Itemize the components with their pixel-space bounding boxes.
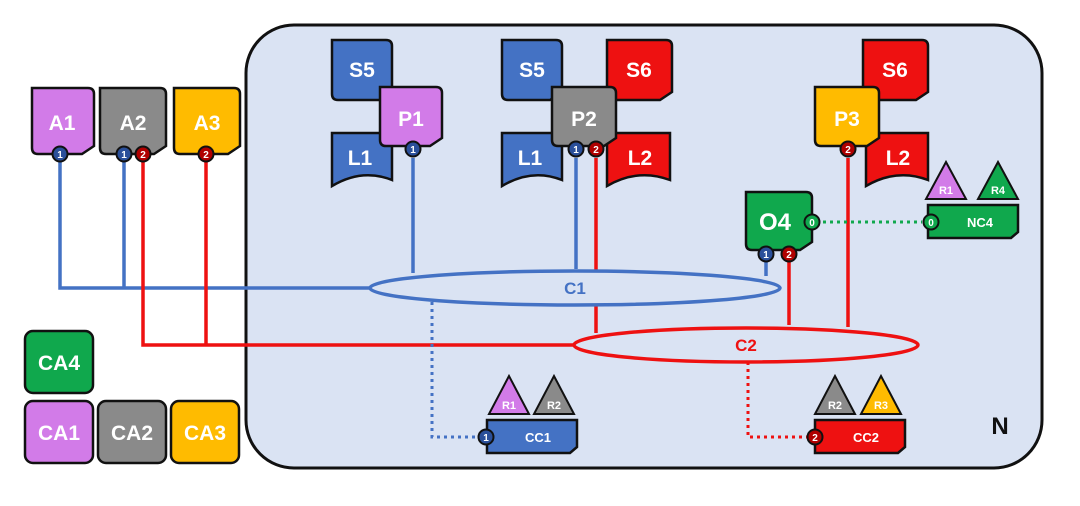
process-p1: P1 <box>378 85 444 148</box>
service-s5-left-label: S5 <box>349 59 375 82</box>
network-config-nc4-label: NC4 <box>967 215 994 230</box>
svg-text:1: 1 <box>121 150 127 161</box>
svg-text:2: 2 <box>812 433 818 444</box>
observer-o4-label: O4 <box>759 209 792 236</box>
nc4-role-r4-label: R4 <box>991 185 1006 197</box>
port-badge-a3-2: 2 <box>197 145 215 163</box>
cc1-role-r2-label: R2 <box>547 400 561 412</box>
nc4-role-r1 <box>924 159 968 200</box>
svg-text:2: 2 <box>786 250 792 261</box>
process-p3-label: P3 <box>834 108 860 131</box>
port-badge-o4-2: 2 <box>780 245 798 263</box>
cc2-role-r2-label: R2 <box>828 400 842 412</box>
nc4-role-r1-label: R1 <box>939 185 953 197</box>
cc2-role-r3-label: R3 <box>874 400 888 412</box>
channel-c1 <box>368 269 782 307</box>
port-badge-o4-1: 1 <box>757 245 775 263</box>
port-badge-nc4-0: 0 <box>922 213 940 231</box>
channel-c2-label: C2 <box>735 336 757 355</box>
port-badge-p2-1: 1 <box>567 140 585 158</box>
channel-config-cc2-label: CC2 <box>853 430 879 445</box>
channel-config-cc1: R1 R2 CC1 <box>485 373 579 455</box>
ledger-l2-left: L2 <box>605 131 672 189</box>
port-badge-p1-1: 1 <box>404 140 422 158</box>
process-p1-label: P1 <box>398 108 424 131</box>
network-label: N <box>991 413 1008 440</box>
channel-c2 <box>572 326 920 364</box>
ca-ca4: CA4 <box>23 329 95 395</box>
ledger-l1-left-label: L1 <box>348 147 373 170</box>
port-badge-cc2-2: 2 <box>806 428 824 446</box>
service-s6-right-label: S6 <box>882 59 908 82</box>
ca-ca3: CA3 <box>169 399 241 465</box>
ca-ca3-label: CA3 <box>184 422 226 445</box>
ledger-l2-left-label: L2 <box>628 147 653 170</box>
network-config-nc4: R1 R4 NC4 <box>924 159 1020 240</box>
svg-text:2: 2 <box>203 150 209 161</box>
ca-ca2-label: CA2 <box>111 422 153 445</box>
svg-text:1: 1 <box>573 145 579 156</box>
cc1-role-r1 <box>487 373 531 415</box>
agent-a2-label: A2 <box>120 112 147 135</box>
svg-text:1: 1 <box>763 250 769 261</box>
cc1-role-r1-label: R1 <box>502 400 516 412</box>
link-a1-c1 <box>58 162 370 290</box>
svg-text:1: 1 <box>410 145 416 156</box>
nc4-role-r4 <box>976 159 1020 200</box>
svg-text:2: 2 <box>140 150 146 161</box>
port-badge-cc1-1: 1 <box>477 428 495 446</box>
link-c1-cc1 <box>430 302 478 439</box>
svg-text:1: 1 <box>57 150 63 161</box>
cc2-role-r3 <box>859 373 903 415</box>
process-p2: P2 <box>550 85 618 148</box>
channel-c1-links <box>58 158 768 290</box>
cc1-role-r2 <box>532 373 576 415</box>
agent-a3-label: A3 <box>194 112 221 135</box>
port-badge-a1-1: 1 <box>51 145 69 163</box>
port-badge-p3-2: 2 <box>839 140 857 158</box>
ledger-l1-left: L1 <box>330 131 394 189</box>
port-badge-p2-2: 2 <box>587 140 605 158</box>
service-s6-left-label: S6 <box>626 59 652 82</box>
ledger-l2-right-label: L2 <box>886 147 911 170</box>
svg-text:2: 2 <box>845 145 851 156</box>
channel-config-cc1-label: CC1 <box>525 430 551 445</box>
ledger-l1-right-label: L1 <box>518 147 543 170</box>
port-badge-a2-2: 2 <box>134 145 152 163</box>
process-p3: P3 <box>813 85 881 148</box>
ca-ca2: CA2 <box>96 399 168 465</box>
service-s5-right-label: S5 <box>519 59 545 82</box>
agent-a2: A2 <box>98 86 168 156</box>
link-c2-cc2 <box>746 362 807 439</box>
ca-ca4-label: CA4 <box>38 352 80 375</box>
channel-config-cc2: R2 R3 CC2 <box>813 373 907 455</box>
ca-ca1-label: CA1 <box>38 422 80 445</box>
port-badge-a2-1: 1 <box>115 145 133 163</box>
process-p2-label: P2 <box>571 108 597 131</box>
svg-text:2: 2 <box>593 145 599 156</box>
agent-a3: A3 <box>172 86 242 156</box>
ledger-l1-right: L1 <box>500 131 564 189</box>
channel-c1-label: C1 <box>564 279 586 298</box>
port-badge-o4-0: 0 <box>803 213 821 231</box>
service-s5-left: S5 <box>330 38 394 102</box>
agent-a1: A1 <box>30 86 96 156</box>
ledger-l2-right: L2 <box>864 131 930 189</box>
agent-a1-label: A1 <box>49 112 76 135</box>
cc2-role-r2 <box>813 373 857 415</box>
ca-ca1: CA1 <box>23 399 95 465</box>
service-s6-right: S6 <box>861 38 930 102</box>
svg-text:1: 1 <box>483 433 489 444</box>
service-s6-left: S6 <box>605 38 674 102</box>
svg-text:0: 0 <box>809 218 815 229</box>
observer-o4: O4 <box>744 190 814 252</box>
svg-text:0: 0 <box>928 218 934 229</box>
